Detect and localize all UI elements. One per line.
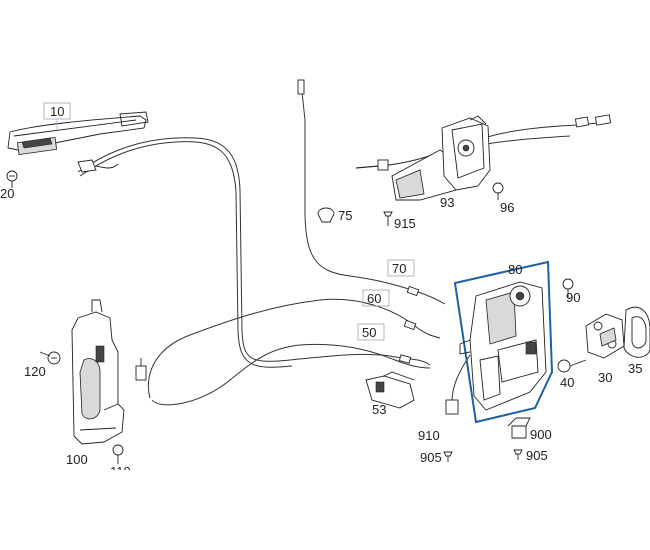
part-75-clip — [317, 207, 335, 223]
label-96: 96 — [500, 200, 514, 215]
label-905-right: 905 — [526, 448, 548, 463]
cable-fitting — [355, 159, 389, 171]
cable-end-fitting — [297, 79, 305, 95]
label-915: 915 — [394, 216, 416, 231]
part-915-screw — [383, 211, 393, 226]
label-90: 90 — [566, 290, 580, 305]
cable-end-fitting — [403, 319, 417, 331]
part-53-connector — [365, 371, 415, 409]
part-900-grommet — [507, 417, 531, 439]
label-110-clip: 110 — [110, 464, 131, 479]
label-53: 53 — [372, 402, 386, 417]
part-10-outer-handle — [7, 111, 149, 156]
part-96-screw — [492, 182, 504, 200]
label-900: 900 — [530, 427, 552, 442]
label-30: 30 — [598, 370, 612, 385]
cable-clip — [135, 358, 147, 381]
label-905-left: 905 — [420, 450, 442, 465]
cable-end-fitting — [594, 114, 612, 126]
label-20: 20 — [0, 186, 14, 201]
part-100-inner-handle — [71, 299, 125, 445]
part-90-screw — [562, 278, 574, 298]
part-40-screw — [557, 359, 587, 373]
label-120: 120 — [24, 364, 46, 379]
label-35: 35 — [628, 361, 642, 376]
label-40: 40 — [560, 375, 574, 390]
label-100: 100 — [66, 452, 88, 467]
part-905-screw-right — [513, 449, 523, 460]
label-50: 50 — [362, 325, 376, 340]
label-80: 80 — [508, 262, 522, 277]
part-20-screw — [6, 170, 18, 188]
cable-end-fitting — [398, 354, 412, 364]
part-35-striker-plate — [623, 306, 650, 358]
label-110: 110 — [110, 464, 131, 479]
label-60: 60 — [367, 291, 381, 306]
label-75: 75 — [338, 208, 352, 223]
label-70: 70 — [392, 261, 406, 276]
part-labels: 10 20 70 60 50 75 915 93 96 80 90 40 30 … — [0, 102, 642, 479]
part-905-screw-left — [443, 451, 453, 462]
label-93: 93 — [440, 195, 454, 210]
lock-highlight-outline — [453, 260, 554, 424]
cables — [77, 79, 612, 406]
cable-end-fitting — [574, 116, 590, 128]
cable-end-fitting — [406, 285, 420, 297]
part-93-actuator — [391, 115, 491, 201]
part-30-striker — [585, 313, 625, 359]
label-10: 10 — [50, 104, 64, 119]
handle-connector — [77, 159, 119, 173]
part-110-screw — [112, 444, 124, 464]
label-910: 910 — [418, 428, 440, 443]
part-120-screw — [39, 351, 61, 365]
part-80-door-lock — [453, 260, 554, 424]
part-910-connector — [445, 399, 459, 415]
